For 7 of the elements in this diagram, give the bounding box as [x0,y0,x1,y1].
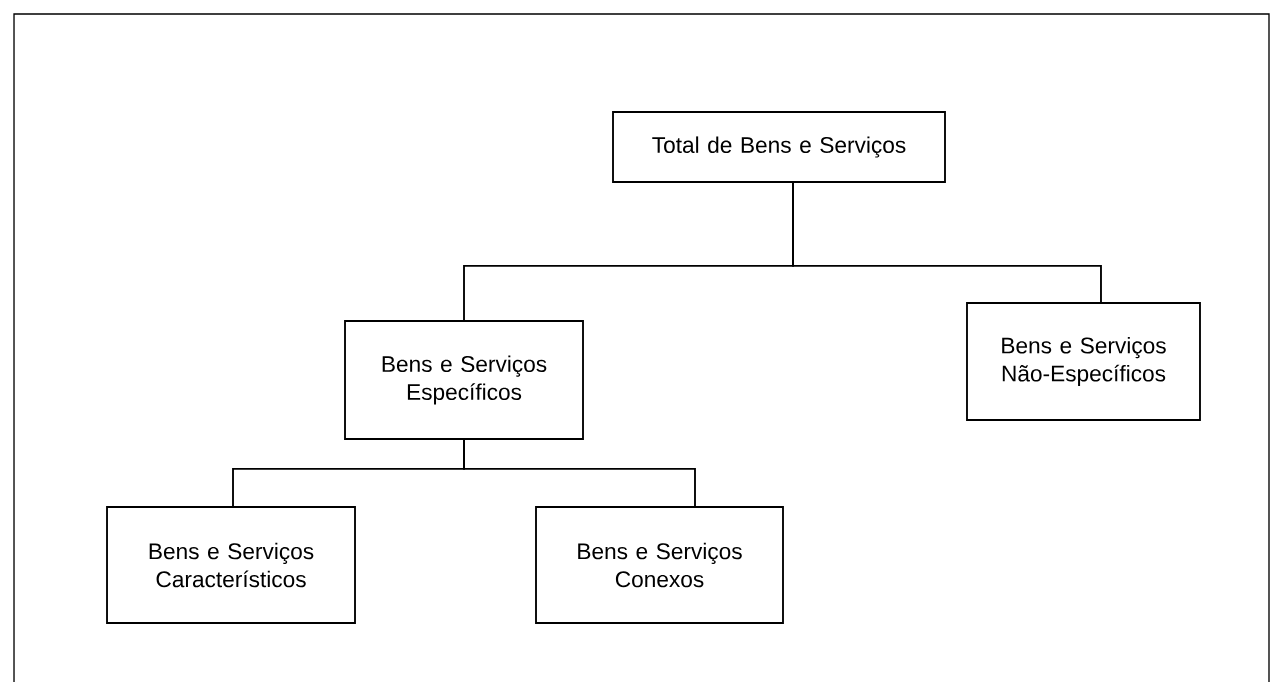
connector-line [463,439,696,507]
category-box: Bens e Serviços Não-Específicos [966,302,1201,421]
category-box: Bens e Serviços Conexos [535,506,784,624]
category-box: Bens e Serviços Característicos [106,506,356,624]
category-box: Total de Bens e Serviços [612,111,946,183]
category-box: Bens e Serviços Específicos [344,320,584,440]
connector-line [792,182,1102,303]
